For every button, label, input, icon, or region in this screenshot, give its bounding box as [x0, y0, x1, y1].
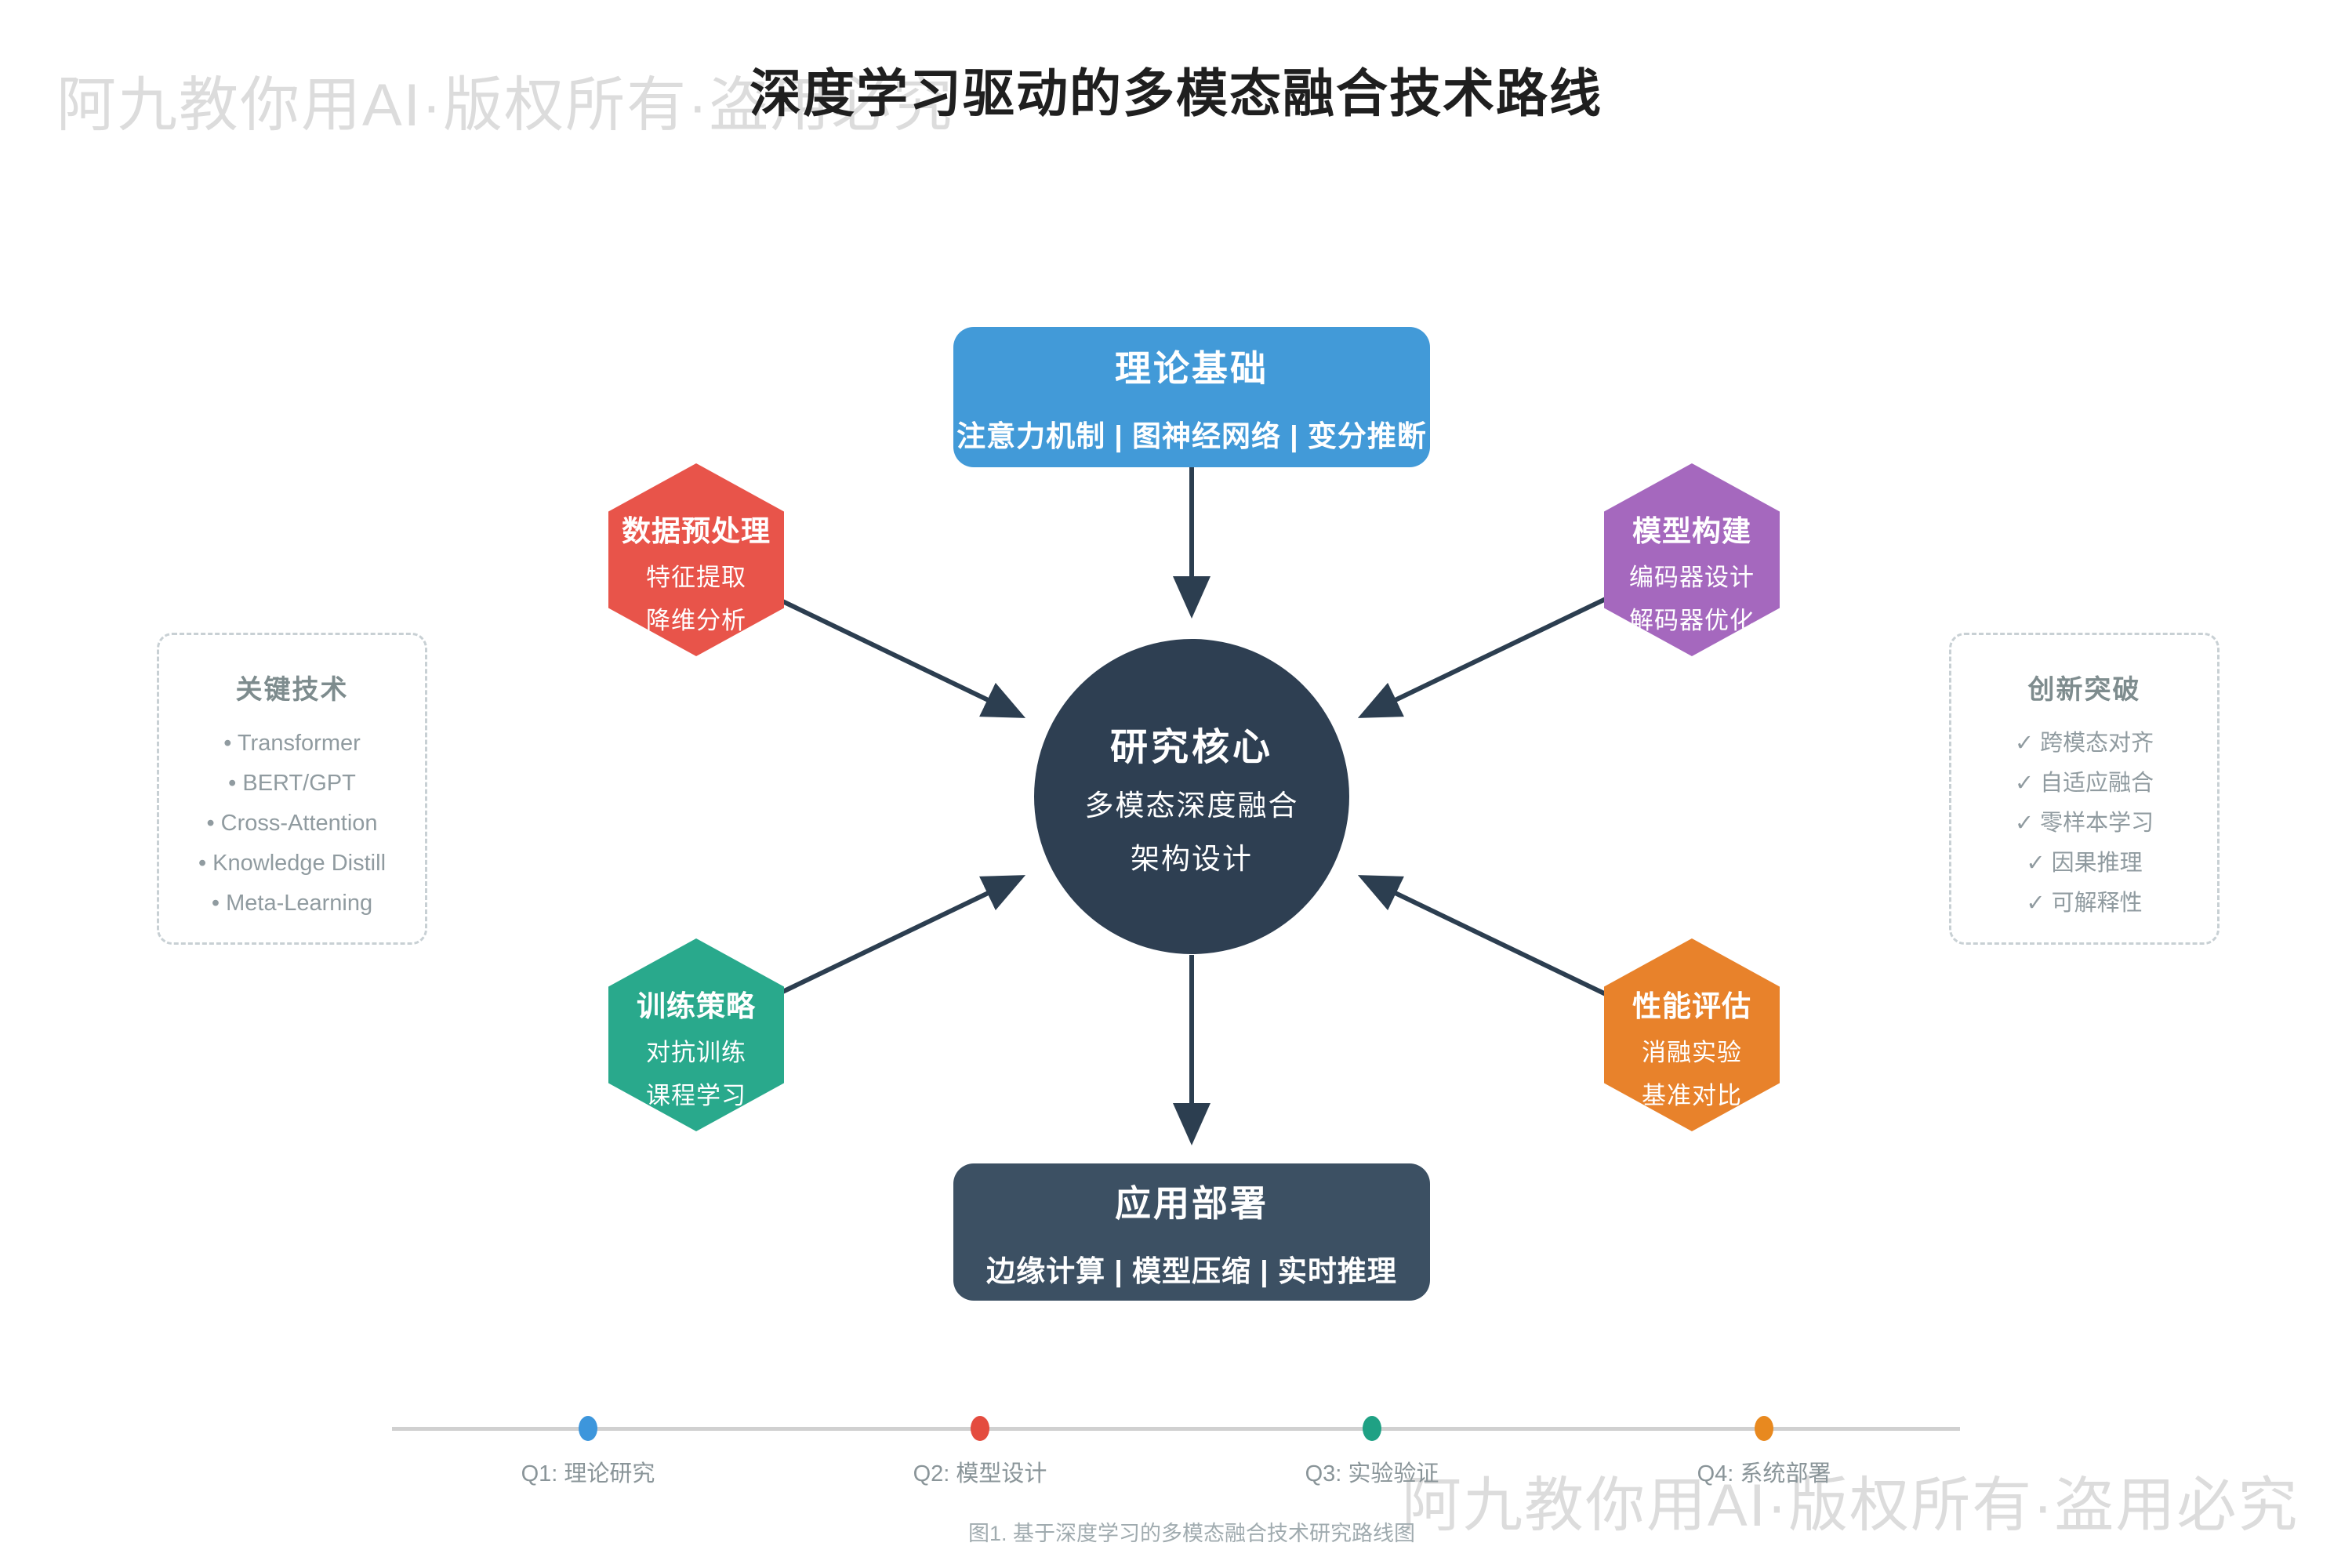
- panel-title: 创新突破: [2027, 675, 2141, 705]
- list-item: • Transformer: [223, 731, 361, 756]
- panel-title: 关键技术: [235, 675, 349, 705]
- hexagon-line: 编码器设计: [1629, 564, 1755, 591]
- timeline-label-q2: Q2: 模型设计: [913, 1461, 1047, 1486]
- node-subtitle: 边缘计算 | 模型压缩 | 实时推理: [986, 1254, 1397, 1287]
- timeline-dot-q1: [579, 1416, 597, 1441]
- list-item: ✓ 因果推理: [2026, 851, 2143, 876]
- timeline-label-q3: Q3: 实验验证: [1305, 1461, 1439, 1486]
- list-item: ✓ 零样本学习: [2014, 811, 2154, 836]
- list-item: ✓ 自适应融合: [2014, 771, 2154, 796]
- list-item: • Cross-Attention: [206, 811, 378, 836]
- hexagon-title: 训练策略: [637, 990, 756, 1022]
- node-title: 理论基础: [1115, 347, 1269, 389]
- page-title: 深度学习驱动的多模态融合技术路线: [750, 64, 1602, 122]
- timeline-dot-q4: [1755, 1416, 1773, 1441]
- hexagon-line: 对抗训练: [646, 1039, 746, 1066]
- panel-list: • Transformer • BERT/GPT • Cross-Attenti…: [159, 724, 425, 924]
- watermark-bottom-right: 阿九教你用AI·版权所有·盗用必究: [1402, 1472, 2299, 1539]
- hexagon-title: 数据预处理: [622, 515, 771, 547]
- hexagon-title: 模型构建: [1632, 515, 1751, 547]
- panel-innovation-breakthroughs: 创新突破 ✓ 跨模态对齐 ✓ 自适应融合 ✓ 零样本学习 ✓ 因果推理 ✓ 可解…: [1949, 633, 2220, 945]
- arrow-model-to-core: [1357, 597, 1607, 718]
- arrow-preprocess-to-core: [776, 597, 1026, 718]
- panel-list: ✓ 跨模态对齐 ✓ 自适应融合 ✓ 零样本学习 ✓ 因果推理 ✓ 可解释性: [1951, 724, 2217, 924]
- hexagon-title: 性能评估: [1632, 990, 1751, 1022]
- list-item: • Knowledge Distill: [198, 851, 387, 876]
- node-subtitle: 注意力机制 | 图神经网络 | 变分推断: [956, 419, 1427, 452]
- arrow-training-to-core: [776, 875, 1026, 996]
- list-item: ✓ 跨模态对齐: [2014, 731, 2154, 756]
- node-app-deployment: 应用部署 边缘计算 | 模型压缩 | 实时推理: [953, 1163, 1430, 1301]
- panel-key-technologies: 关键技术 • Transformer • BERT/GPT • Cross-At…: [157, 633, 427, 945]
- hexagon-line: 特征提取: [646, 564, 746, 591]
- core-title: 研究核心: [1109, 727, 1273, 768]
- hexagon-line: 课程学习: [646, 1082, 746, 1109]
- hexagon-line: 降维分析: [646, 607, 746, 634]
- node-title: 应用部署: [1115, 1182, 1269, 1224]
- timeline-label-q1: Q1: 理论研究: [521, 1461, 655, 1486]
- hexagon-data-preprocessing: 数据预处理 特征提取 降维分析: [608, 463, 784, 656]
- arrow-eval-to-core: [1357, 875, 1607, 996]
- list-item: • BERT/GPT: [228, 771, 356, 796]
- timeline-axis: [392, 1427, 1960, 1431]
- timeline-label-q4: Q4: 系统部署: [1697, 1461, 1831, 1486]
- timeline-dot-q2: [971, 1416, 989, 1441]
- hexagon-line: 基准对比: [1642, 1082, 1742, 1109]
- watermark-top-left: 阿九教你用AI·版权所有·盗用必究: [56, 72, 954, 139]
- list-item: ✓ 可解释性: [2026, 891, 2143, 916]
- hexagon-line: 消融实验: [1642, 1039, 1742, 1066]
- core-line: 架构设计: [1131, 843, 1253, 875]
- timeline-dot-q3: [1363, 1416, 1381, 1441]
- figure-caption: 图1. 基于深度学习的多模态融合技术研究路线图: [967, 1522, 1416, 1545]
- hexagon-line: 解码器优化: [1629, 607, 1755, 634]
- node-research-core: 研究核心 多模态深度融合 架构设计: [1034, 639, 1349, 954]
- core-line: 多模态深度融合: [1084, 789, 1299, 822]
- node-theory-basis: 理论基础 注意力机制 | 图神经网络 | 变分推断: [953, 327, 1430, 467]
- list-item: • Meta-Learning: [211, 891, 373, 916]
